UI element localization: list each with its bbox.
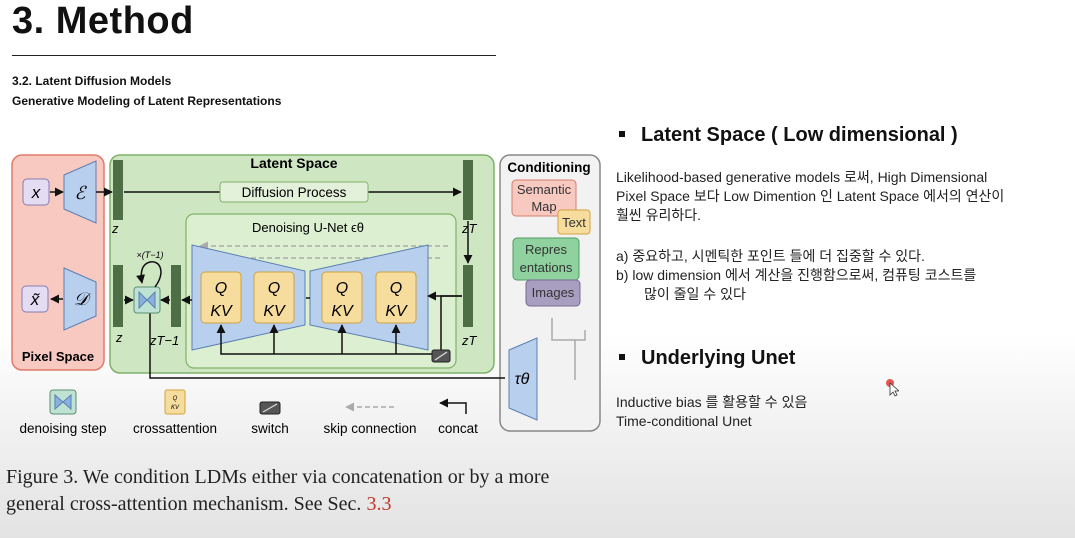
unet-encoder-trapezoid: [309, 244, 429, 351]
svg-text:Repres: Repres: [525, 242, 567, 257]
svg-text:entations: entations: [520, 260, 573, 275]
x-tilde-label: x̃: [30, 290, 41, 309]
latent-bar-z-bottom: [113, 265, 123, 327]
loop-arrow: [136, 261, 162, 288]
notes-item-b-cont: 많이 줄일 수 있다: [644, 286, 746, 302]
unet-decoder-trapezoid: [191, 244, 306, 351]
svg-text:Q: Q: [268, 280, 280, 297]
latent-bar-zT-top: [463, 160, 473, 220]
x-input-box: [22, 178, 50, 206]
loop-count: ×(T−1): [136, 250, 163, 260]
qkv-block-3: Q KV: [321, 271, 363, 324]
diffusion-process-box: [219, 181, 369, 203]
conditioning-label: Conditioning: [507, 160, 590, 175]
pointer-cursor-icon: [885, 379, 901, 402]
ldm-figure: Pixel Space Latent Space Conditioning x …: [11, 154, 601, 436]
title-rule: [12, 55, 496, 56]
svg-text:Images: Images: [532, 285, 575, 300]
subsection-subtitle: Generative Modeling of Latent Representa…: [12, 94, 282, 108]
latent-bar-z-top: [113, 160, 123, 220]
zT-label-top: zT: [461, 221, 478, 236]
qkv-block-4: Q KV: [375, 271, 417, 324]
notes-heading-latent: Latent Space ( Low dimensional ): [616, 124, 958, 147]
svg-text:Semantic: Semantic: [517, 182, 572, 197]
pixel-space-label: Pixel Space: [22, 349, 94, 364]
subsection-title: 3.2. Latent Diffusion Models: [12, 74, 172, 88]
svg-text:Q: Q: [390, 280, 402, 297]
legend-crossattention-label: crossattention: [133, 421, 217, 436]
section-ref-link[interactable]: 3.3: [366, 493, 392, 515]
z-label-bottom: z: [115, 330, 123, 345]
notes-line: Time-conditional Unet: [616, 413, 752, 429]
notes-line: Pixel Space 보다 Low Dimention 인 Latent Sp…: [616, 188, 1005, 204]
qkv-block-1: Q KV: [200, 271, 242, 324]
latent-bar-zT-bottom: [463, 265, 473, 327]
z-label-top: z: [111, 221, 119, 236]
x-tilde-box: [21, 285, 49, 313]
text-box: [557, 209, 591, 235]
zT-label-bottom: zT: [461, 333, 478, 348]
bullet-icon: [619, 353, 625, 360]
notes-item-b: b) low dimension 에서 계산을 진행함으로써, 컴퓨팅 코스트를: [616, 267, 977, 283]
unet-label: Denoising U-Net ϵθ: [252, 220, 364, 235]
legend-skip-label: skip connection: [323, 421, 416, 436]
conditioning-merge-lines: [551, 318, 586, 380]
section-title: 3. Method: [12, 0, 194, 42]
notes-line: Inductive bias 를 활용할 수 있음: [616, 394, 808, 410]
legend-concat-arrow: [439, 398, 467, 414]
decoder-shape: [63, 267, 97, 331]
svg-text:Q: Q: [173, 396, 178, 402]
notes-line: Likelihood-based generative models 로써, H…: [616, 169, 988, 185]
bullet-icon: [619, 130, 625, 137]
semantic-map-box: [511, 179, 577, 217]
encoder-shape: [63, 160, 97, 224]
notes-line: 훨씬 유리하다.: [616, 207, 702, 223]
diffusion-process-label: Diffusion Process: [242, 185, 347, 200]
notes-item-a: a) 중요하고, 시멘틱한 포인트 들에 더 집중할 수 있다.: [616, 248, 925, 264]
svg-text:KV: KV: [263, 303, 286, 320]
zT1-label: zT−1: [149, 333, 179, 348]
legend-crossattention-icon: [164, 389, 186, 415]
legend-concat-label: concat: [438, 421, 478, 436]
conditioning-routing: [145, 291, 505, 379]
legend-denoising-label: denoising step: [19, 421, 106, 436]
svg-text:Text: Text: [562, 215, 586, 230]
qkv-block-2: Q KV: [253, 271, 295, 324]
images-box: [525, 279, 581, 307]
notes-heading-unet: Underlying Unet: [616, 347, 795, 370]
tau-label: τθ: [515, 371, 530, 388]
encoder-label: ℰ: [75, 183, 88, 203]
svg-text:KV: KV: [385, 303, 408, 320]
svg-text:KV: KV: [331, 303, 354, 320]
tau-encoder-shape: [508, 337, 538, 421]
x-input-label: x: [31, 183, 41, 202]
svg-text:Q: Q: [215, 280, 227, 297]
latent-bar-zT1: [171, 265, 181, 327]
svg-text:KV: KV: [171, 405, 180, 411]
svg-text:Q: Q: [336, 280, 348, 297]
figure-caption: Figure 3. We condition LDMs either via c…: [6, 466, 550, 515]
svg-text:KV: KV: [210, 303, 233, 320]
latent-space-label: Latent Space: [250, 155, 337, 171]
legend-switch-label: switch: [251, 421, 289, 436]
svg-text:Map: Map: [531, 199, 556, 214]
decoder-label: 𝒟: [74, 289, 92, 309]
